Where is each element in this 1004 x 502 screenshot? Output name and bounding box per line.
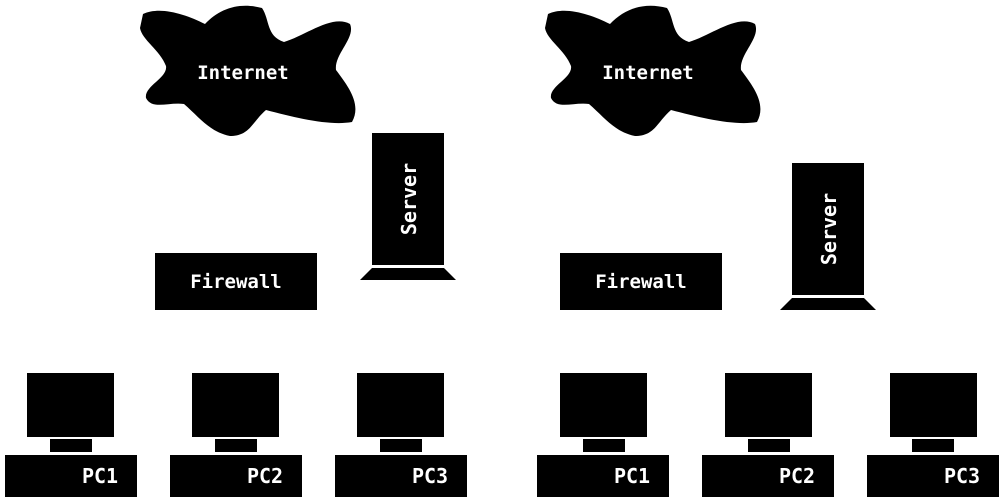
monitor-stand [50, 439, 92, 452]
pc-1: PC1 [537, 373, 669, 497]
internet-label: Internet [197, 62, 289, 84]
monitor-icon [725, 373, 812, 437]
pc-base [702, 455, 834, 497]
internet-label: Internet [602, 62, 694, 84]
server-tower [372, 133, 444, 265]
cloud-icon [140, 5, 356, 137]
server-base [360, 268, 456, 280]
monitor-stand [380, 439, 422, 452]
pc-label: PC3 [944, 464, 980, 488]
pc-base [867, 455, 999, 497]
monitor-stand [583, 439, 625, 452]
internet-cloud: Internet [545, 5, 761, 137]
pc-3: PC3 [335, 373, 467, 497]
monitor-stand [748, 439, 790, 452]
internet-cloud: Internet [140, 5, 356, 137]
pc-base [5, 455, 137, 497]
pc-2: PC2 [170, 373, 302, 497]
pc-label: PC3 [412, 464, 448, 488]
pc-label: PC2 [779, 464, 815, 488]
server-label: Server [397, 163, 421, 235]
server: Server [780, 163, 876, 310]
pc-label: PC1 [614, 464, 650, 488]
server-tower [792, 163, 864, 295]
panel-left: Internet Firewall Server PC1 PC2 [5, 5, 467, 497]
monitor-icon [357, 373, 444, 437]
monitor-stand [215, 439, 257, 452]
pc-2: PC2 [702, 373, 834, 497]
firewall: Firewall [155, 253, 317, 310]
pc-base [170, 455, 302, 497]
monitor-icon [192, 373, 279, 437]
monitor-stand [912, 439, 954, 452]
pc-base [335, 455, 467, 497]
pc-label: PC1 [82, 464, 118, 488]
firewall-box [155, 253, 317, 310]
monitor-icon [560, 373, 647, 437]
pc-label: PC2 [247, 464, 283, 488]
pc-1: PC1 [5, 373, 137, 497]
firewall-label: Firewall [595, 271, 687, 293]
pc-base [537, 455, 669, 497]
cloud-icon [545, 5, 761, 137]
server-label: Server [817, 193, 841, 265]
monitor-icon [890, 373, 977, 437]
monitor-icon [27, 373, 114, 437]
server-base [780, 298, 876, 310]
firewall-label: Firewall [190, 271, 282, 293]
firewall-box [560, 253, 722, 310]
panel-right: Internet Firewall Server PC1 PC2 [537, 5, 999, 497]
pc-3: PC3 [867, 373, 999, 497]
firewall: Firewall [560, 253, 722, 310]
server: Server [360, 133, 456, 280]
